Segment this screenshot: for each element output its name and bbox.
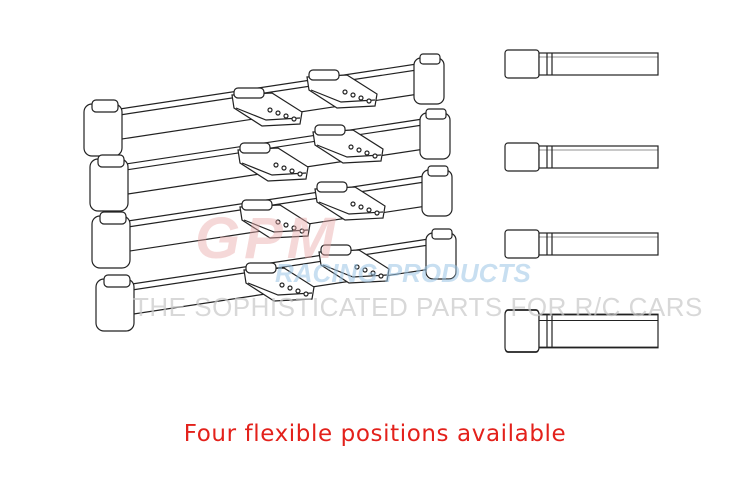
side-view-1 [504, 49, 659, 79]
caption: Four flexible positions available [183, 421, 567, 447]
side-view-3 [504, 229, 659, 259]
side-view-2 [504, 142, 659, 172]
side-view-4 [504, 309, 659, 353]
